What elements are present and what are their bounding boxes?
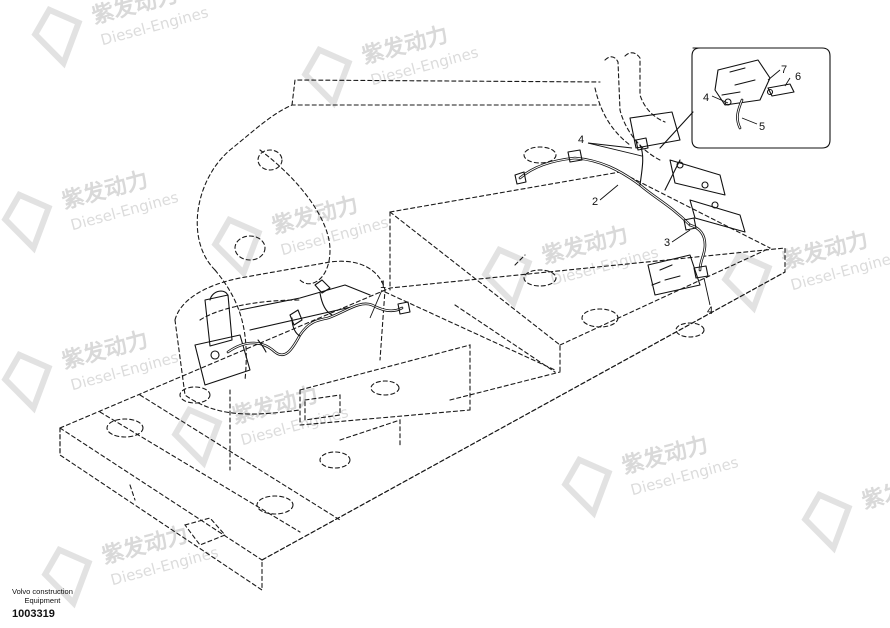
callout-3: 3 — [664, 237, 670, 249]
leader-lines — [369, 69, 791, 319]
wire-harness-3 — [683, 217, 709, 279]
watermark: 紫发动力 Diesel-Engines — [301, 22, 481, 109]
inset-callout-7: 7 — [781, 64, 787, 76]
watermark-layer: 紫发动力 Diesel-Engines 紫发动力 Diesel-Engines … — [1, 0, 890, 609]
caption-company: Volvo construction — [12, 587, 73, 596]
detail-inset — [659, 47, 831, 149]
operator-controls — [194, 279, 371, 386]
watermark: 紫发动力 — [801, 467, 890, 554]
callout-4-top: 4 — [578, 134, 584, 146]
watermark: 紫发动力 Diesel-Engines — [211, 192, 391, 279]
inset-callout-4: 4 — [703, 92, 709, 104]
watermark: 紫发动力 Diesel-Engines — [721, 227, 890, 314]
callout-4-bottom: 4 — [707, 305, 713, 317]
svg-text:紫发动力: 紫发动力 — [859, 467, 890, 515]
machine-frame-outline — [59, 52, 786, 592]
callout-2: 2 — [592, 196, 598, 208]
caption-category: Equipment — [24, 596, 61, 605]
part-number: 1003319 — [12, 608, 55, 620]
callout-1: 1 — [380, 279, 386, 291]
watermark: 紫发动力 Diesel-Engines — [481, 222, 661, 309]
watermark: 紫发动力 Diesel-Engines — [1, 327, 181, 414]
watermark: 紫发动力 Diesel-Engines — [561, 432, 741, 519]
callout-labels: 1 2 3 4 4 4 5 6 7 — [380, 64, 801, 317]
watermark: 紫发动力 Diesel-Engines — [31, 0, 211, 69]
watermark: 紫发动力 Diesel-Engines — [171, 382, 351, 469]
inset-callout-6: 6 — [795, 71, 801, 83]
watermark: 紫发动力 Diesel-Engines — [1, 167, 181, 254]
inset-callout-5: 5 — [759, 121, 765, 133]
diagram-caption: Volvo construction Equipment 1003319 — [12, 587, 73, 620]
wire-harness-2 — [514, 137, 692, 227]
valve-block — [629, 111, 746, 296]
